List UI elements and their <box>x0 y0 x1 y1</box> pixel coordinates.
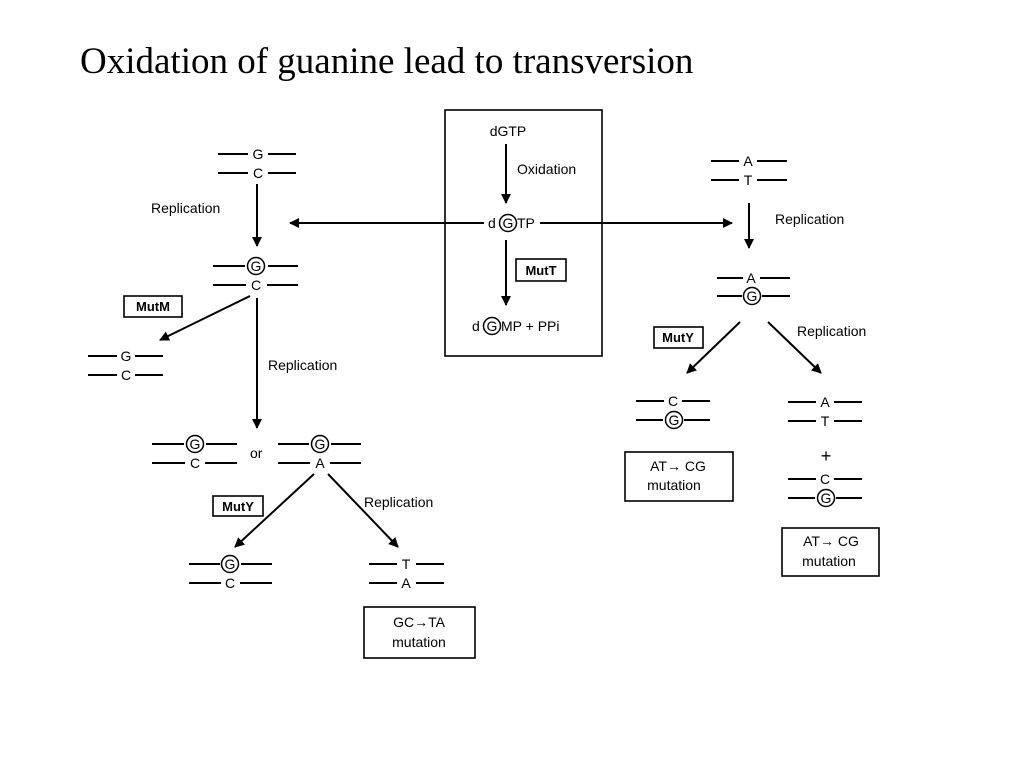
muty-label: MutY <box>222 499 254 514</box>
muty-arrow <box>686 321 741 374</box>
oxidized-guanine-ring <box>498 213 518 233</box>
base-c: C <box>668 393 678 409</box>
oxidized-guanine-ring <box>742 286 762 306</box>
replication-label: Replication <box>364 494 433 510</box>
muty-box <box>653 326 704 349</box>
base-pair-c-8oxog: C G <box>636 393 710 430</box>
mutation-label-line1: AT→ CG <box>650 458 706 474</box>
oxidation-label: Oxidation <box>517 161 576 177</box>
right-pathway: A T Replication A G MutY Replication <box>624 153 880 577</box>
oxidized-guanine-base: G <box>503 215 514 231</box>
at-cg-mutation-box-2 <box>781 527 880 577</box>
base-t: T <box>744 172 753 188</box>
mutt-box <box>515 258 567 282</box>
base-pair-8oxog-c-restored: G C <box>189 554 272 591</box>
base-g: G <box>253 146 264 162</box>
dgmp-suffix-label: MP + PPi <box>501 318 560 334</box>
oxidized-guanine-base: G <box>190 436 201 452</box>
base-t: T <box>402 556 411 572</box>
dgtp-label: dGTP <box>490 123 527 139</box>
mutm-box <box>123 295 183 318</box>
left-pathway: G C Replication G C MutM G <box>88 146 476 659</box>
center-pathway-box <box>444 109 603 357</box>
base-c: C <box>190 455 200 471</box>
base-c: C <box>251 277 261 293</box>
base-t: T <box>821 413 830 429</box>
base-a: A <box>743 153 753 169</box>
oxidized-guanine-ring <box>664 410 684 430</box>
base-pair-c-8oxog-daughter: C G <box>788 471 862 508</box>
muty-arrow <box>234 473 315 548</box>
base-c: C <box>121 367 131 383</box>
at-cg-mutation-box-1 <box>624 451 734 502</box>
mutation-label-line2: mutation <box>647 477 701 493</box>
replication-label: Replication <box>151 200 220 216</box>
replication-label: Replication <box>797 323 866 339</box>
oxidized-guanine-ring <box>816 488 836 508</box>
replication-arrow <box>767 321 822 374</box>
oxidized-guanine-base: G <box>315 436 326 452</box>
oxidized-guanine-base: G <box>251 258 262 274</box>
base-pair-gc-repaired: G C <box>88 348 163 383</box>
base-pair-at-start: A T <box>711 153 787 188</box>
or-label: or <box>250 445 263 461</box>
mutation-label-line2: mutation <box>392 634 446 650</box>
muty-box <box>212 495 264 517</box>
base-pair-at-result: A T <box>788 394 862 429</box>
oxidized-guanine-base: G <box>487 318 498 334</box>
mutm-repair-arrow <box>159 295 251 341</box>
oxidized-guanine-ring <box>246 256 266 276</box>
base-pair-ta-result: T A <box>369 556 444 591</box>
center-pathway: dGTP Oxidation d G TP MutT d G MP + PPi <box>444 109 603 357</box>
base-a: A <box>746 270 756 286</box>
mutation-label-line1: GC→TA <box>393 614 446 630</box>
muty-label: MutY <box>662 330 694 345</box>
base-c: C <box>820 471 830 487</box>
slide-title: Oxidation of guanine lead to transversio… <box>80 41 694 82</box>
mutation-label-line1: AT→ CG <box>803 533 859 549</box>
mutation-label-line2: mutation <box>802 553 856 569</box>
gc-ta-mutation-box <box>363 606 476 659</box>
base-pair-8oxog-c: G C <box>152 434 237 471</box>
oxidized-guanine-base: G <box>225 556 236 572</box>
replication-label: Replication <box>775 211 844 227</box>
base-c: C <box>225 575 235 591</box>
oxidized-guanine-ring <box>185 434 205 454</box>
oxidized-guanine-base: G <box>669 412 680 428</box>
base-pair-a-8oxog: A G <box>717 270 790 306</box>
base-a: A <box>401 575 411 591</box>
dgmp-d-prefix: d <box>472 318 480 334</box>
base-pair-8oxog-c: G C <box>213 256 298 293</box>
oxidized-guanine-ring <box>310 434 330 454</box>
oxidized-guanine-ring <box>482 316 502 336</box>
tp-suffix-label: TP <box>517 215 535 231</box>
base-g: G <box>121 348 132 364</box>
replication-label: Replication <box>268 357 337 373</box>
oxidized-guanine-base: G <box>747 288 758 304</box>
base-pair-8oxog-a: G A <box>278 434 361 471</box>
oxidized-guanine-base: G <box>821 490 832 506</box>
mutt-label: MutT <box>525 263 556 278</box>
base-c: C <box>253 165 263 181</box>
base-pair-gc-start: G C <box>218 146 296 181</box>
mutm-label: MutM <box>136 299 170 314</box>
d-prefix-label: d <box>488 215 496 231</box>
replication-arrow <box>327 473 399 548</box>
base-a: A <box>820 394 830 410</box>
base-a: A <box>315 455 325 471</box>
plus-sign: + <box>821 446 832 466</box>
oxidized-guanine-ring <box>220 554 240 574</box>
